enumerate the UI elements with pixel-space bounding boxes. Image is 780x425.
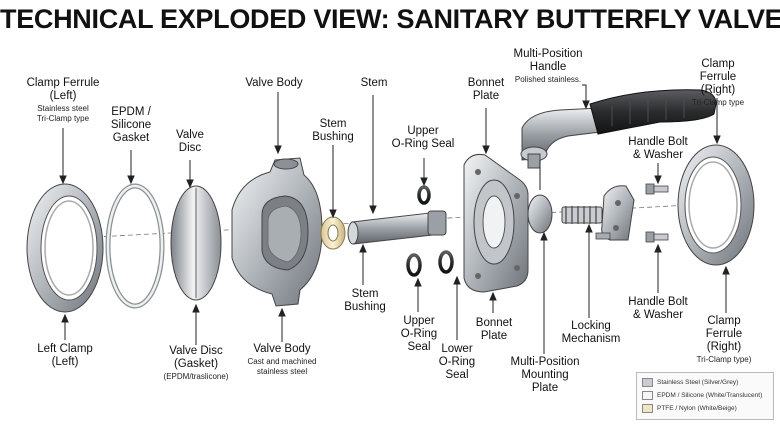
label-sub: Cast and machined stainless steel: [247, 357, 317, 376]
label-multi-position-handle: Multi-Position Handle Polished stainless…: [513, 48, 582, 85]
multi-position-handle-part: [520, 89, 717, 169]
label-main: Multi-Position Mounting Plate: [510, 356, 580, 394]
label-main: Bonnet Plate: [467, 77, 505, 102]
label-main: Stem Bushing: [344, 288, 386, 313]
mounting-plate-part: [527, 194, 553, 234]
label-sub: Tri-Clamp type: [691, 98, 745, 107]
legend-row-stainless: Stainless Steel (Silver/Grey): [642, 376, 768, 389]
leader-lines: [59, 84, 730, 354]
legend-swatch-stainless: [642, 378, 653, 387]
label-main: Upper O-Ring Seal: [400, 315, 438, 353]
legend-swatch-ptfe: [642, 404, 653, 413]
label-valve-body-top: Valve Body: [245, 77, 302, 90]
stem-part: [347, 210, 447, 245]
label-stem-bushing-bottom: Stem Bushing: [344, 288, 386, 314]
diagram-title: TECHNICAL EXPLODED VIEW: SANITARY BUTTER…: [0, 4, 780, 34]
label-upper-o-ring-top: Upper O-Ring Seal: [392, 125, 455, 151]
label-upper-o-ring-bottom: Upper O-Ring Seal: [401, 315, 437, 354]
legend-text: EPDM / Silicone (White/Translucent): [657, 392, 763, 399]
locking-mechanism-part: [561, 185, 635, 241]
valve-body-part: [231, 157, 323, 307]
label-handle-bolt-top: Handle Bolt & Washer: [628, 136, 687, 162]
valve-disc-part: [170, 185, 222, 301]
label-left-clamp-bottom: Left Clamp (Left): [37, 343, 93, 369]
material-legend: Stainless Steel (Silver/Grey) EPDM / Sil…: [636, 372, 774, 420]
handle-bolt-bottom-part: [645, 231, 669, 243]
label-handle-bolt-bottom: Handle Bolt & Washer: [628, 296, 687, 322]
label-valve-body-bottom: Valve Body Cast and machined stainless s…: [248, 343, 317, 377]
upper-o-ring-top-part: [417, 185, 431, 205]
handle-bolt-top-part: [645, 183, 669, 195]
stem-bushing-part: [320, 216, 346, 250]
legend-text: Stainless Steel (Silver/Grey): [657, 379, 739, 386]
label-valve-disc-top: Valve Disc: [176, 129, 204, 155]
clamp-ferrule-right-part: [677, 144, 755, 266]
label-main: EPDM / Silicone Gasket: [110, 106, 152, 144]
gasket-part: [105, 183, 165, 309]
label-main: Clamp Ferrule (Left): [26, 77, 100, 102]
label-main: Valve Disc (Gasket): [169, 345, 223, 370]
label-main: Locking Mechanism: [561, 320, 621, 345]
label-bonnet-plate-top: Bonnet Plate: [468, 77, 504, 103]
label-main: Valve Body: [253, 343, 311, 355]
label-main: Valve Body: [245, 77, 303, 89]
label-clamp-ferrule-left: Clamp Ferrule (Left) Stainless steel Tri…: [27, 77, 100, 124]
label-main: Stem: [360, 77, 388, 89]
label-stem-top: Stem: [361, 77, 388, 90]
lower-o-ring-part: [438, 250, 454, 274]
label-bonnet-plate-bottom: Bonnet Plate: [476, 317, 512, 343]
label-main: Handle Bolt & Washer: [628, 296, 688, 321]
label-clamp-ferrule-right-bottom: Clamp Ferrule (Right) Tri-Clamp type): [696, 315, 752, 365]
label-main: Upper O-Ring Seal: [391, 125, 455, 150]
legend-swatch-epdm: [642, 391, 653, 400]
label-mounting-plate: Multi-Position Mounting Plate: [510, 356, 579, 395]
label-locking-mechanism: Locking Mechanism: [562, 320, 621, 346]
label-sub: (EPDM/traslicone): [163, 372, 229, 381]
label-valve-disc-bottom: Valve Disc (Gasket) (EPDM/traslicone): [164, 345, 229, 382]
label-main: Clamp Ferrule (Right): [699, 58, 737, 96]
label-main: Lower O-Ring Seal: [438, 343, 476, 381]
legend-text: PTFE / Nylon (White/Beige): [657, 405, 737, 412]
legend-row-epdm: EPDM / Silicone (White/Translucent): [642, 389, 768, 402]
label-main: Clamp Ferrule (Right): [705, 315, 743, 353]
label-lower-o-ring: Lower O-Ring Seal: [439, 343, 475, 382]
label-main: Left Clamp (Left): [37, 343, 93, 368]
label-clamp-ferrule-right-top: Clamp Ferrule (Right) Tri-Clamp type: [687, 58, 749, 108]
label-sub: Polished stainless.: [514, 75, 582, 84]
label-stem-bushing-top: Stem Bushing: [312, 118, 354, 144]
label-main: Bonnet Plate: [475, 317, 513, 342]
legend-row-ptfe: PTFE / Nylon (White/Beige): [642, 402, 768, 415]
assembly-axis: [39, 204, 691, 241]
label-main: Stem Bushing: [312, 118, 354, 143]
label-main: Valve Disc: [176, 129, 204, 154]
upper-o-ring-bottom-part: [406, 253, 422, 277]
clamp-ferrule-left-part: [26, 183, 104, 313]
label-main: Handle Bolt & Washer: [628, 136, 688, 161]
label-sub: Tri-Clamp type): [696, 355, 752, 364]
bonnet-plate-part: [463, 154, 529, 293]
label-epdm-gasket: EPDM / Silicone Gasket: [111, 106, 151, 145]
label-sub: Stainless steel Tri-Clamp type: [36, 104, 90, 123]
label-main: Multi-Position Handle: [513, 48, 583, 73]
